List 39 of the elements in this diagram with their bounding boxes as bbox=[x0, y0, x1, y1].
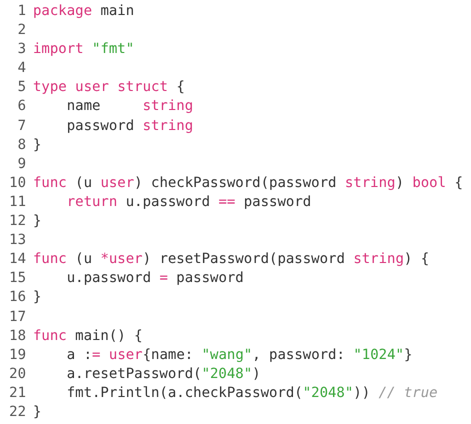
line-number: 17 bbox=[8, 308, 26, 326]
line-number: 18 bbox=[8, 326, 26, 346]
line-number: 8 bbox=[16, 136, 26, 155]
code-line: a.resetPassword("2048") bbox=[66, 364, 261, 384]
code-line: } bbox=[33, 212, 42, 232]
line-number: 11 bbox=[8, 192, 26, 212]
line-number: 1 bbox=[16, 2, 26, 21]
line-number: 14 bbox=[8, 250, 26, 270]
code-line: func (u *user) resetPassword(password string) { bbox=[33, 250, 430, 270]
line-number: 7 bbox=[16, 116, 26, 136]
code-line: import "fmt" bbox=[33, 40, 134, 60]
code-line: fmt.Println(a.checkPassword("2048")) // true bbox=[66, 384, 438, 403]
code-line: func main() { bbox=[33, 326, 143, 346]
line-number: 21 bbox=[8, 384, 26, 403]
code-line: name string bbox=[66, 97, 194, 116]
code-line: func (u user) checkPassword(password string) bool { bbox=[33, 174, 463, 193]
code-line: } bbox=[33, 402, 42, 422]
line-number: 12 bbox=[8, 212, 26, 232]
line-number: 2 bbox=[16, 21, 26, 40]
line-number: 22 bbox=[8, 402, 26, 422]
code-line: a := user{name: "wang", password: "1024"} bbox=[66, 346, 412, 365]
line-number: 15 bbox=[8, 269, 26, 288]
line-number: 10 bbox=[8, 174, 26, 193]
line-number: 19 bbox=[8, 346, 26, 365]
code-line: } bbox=[33, 288, 42, 308]
line-number: 16 bbox=[8, 288, 26, 308]
line-number: 5 bbox=[16, 78, 26, 98]
code-line: u.password = password bbox=[66, 269, 244, 288]
code-line: password string bbox=[66, 116, 194, 136]
line-number: 9 bbox=[16, 154, 26, 174]
code-line: } bbox=[33, 136, 42, 155]
line-number: 6 bbox=[16, 97, 26, 116]
code-line: package main bbox=[33, 2, 134, 21]
line-number: 4 bbox=[16, 59, 26, 78]
code-line: type user struct { bbox=[33, 78, 185, 98]
line-number: 13 bbox=[8, 231, 26, 250]
line-number: 20 bbox=[8, 364, 26, 384]
line-number: 3 bbox=[16, 40, 26, 60]
code-line: return u.password == password bbox=[66, 192, 312, 212]
